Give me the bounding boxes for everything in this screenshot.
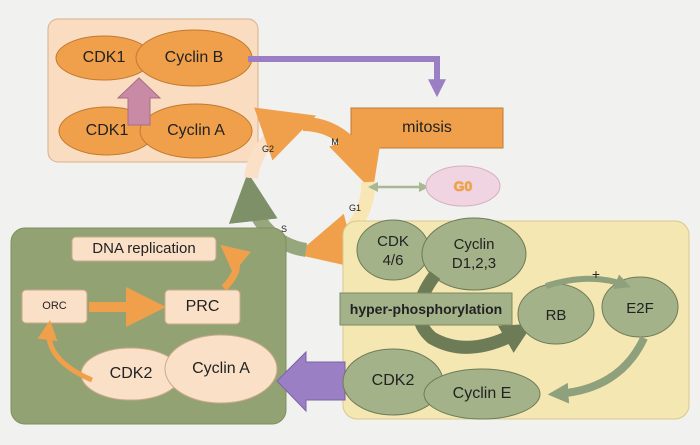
cdk2-to-orc-arrow (37, 320, 93, 383)
hyper-phosphorylation-box (339, 292, 513, 326)
prc-to-dna-arrow (220, 244, 251, 291)
cyclin-b-node (135, 29, 253, 87)
cyclin-b-to-mitosis-arrow (248, 56, 446, 98)
activation-up-arrow (116, 77, 162, 126)
e2f-node (601, 276, 679, 338)
cdk46-node (356, 219, 430, 281)
rb-to-e2f-arrow (545, 274, 631, 290)
cyclin-e-to-cyclin-a-arrow (276, 350, 346, 413)
phase-g2-arc (244, 107, 317, 180)
rb-node (517, 283, 595, 345)
cyclin-e-node (423, 368, 541, 420)
orc-box (21, 289, 88, 324)
cdk2-right-node (342, 348, 444, 416)
g0-node (425, 165, 501, 207)
dna-replication-box (71, 236, 217, 262)
prc-box (164, 289, 241, 325)
cyclin-d-node (421, 217, 527, 291)
cyclin-a-top-node (139, 103, 253, 159)
e2f-to-cyclin-e-arrow (547, 336, 648, 404)
mitosis-box (350, 107, 504, 149)
cyclin-a-bottom-node (164, 334, 278, 404)
